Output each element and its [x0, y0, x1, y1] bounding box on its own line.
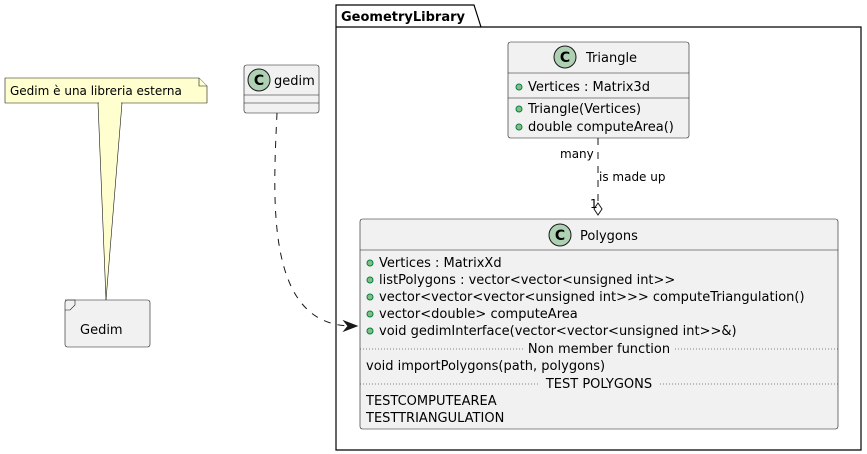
- relation-label: is made up: [599, 170, 665, 184]
- dependency-relation: [274, 112, 359, 333]
- arrowhead-icon: [342, 319, 359, 333]
- polygons-method: void gedimInterface(vector<vector<unsign…: [379, 324, 737, 339]
- aggregation-diamond-icon: [593, 202, 603, 216]
- geometry-library-package: GeometryLibrary: [335, 4, 862, 451]
- triangle-method: double computeArea(): [528, 120, 674, 135]
- class-c-glyph: C: [560, 50, 570, 66]
- triangle-method: Triangle(Vertices): [527, 102, 641, 117]
- polygons-method: vector<double> computeArea: [379, 307, 578, 322]
- section-title-non-member: Non member function: [528, 342, 670, 357]
- section-title-test-polygons: TEST POLYGONS: [545, 377, 652, 392]
- class-c-glyph: C: [555, 228, 565, 244]
- public-marker-icon: [515, 123, 523, 131]
- public-marker-icon: [366, 276, 374, 284]
- public-marker-icon: [366, 259, 374, 267]
- note: Gedim è una libreria esterna: [4, 77, 208, 301]
- gedim-frame-label: Gedim: [80, 323, 123, 338]
- target-multiplicity: 1: [590, 197, 598, 211]
- aggregation-relation: many is made up 1: [560, 138, 665, 216]
- source-multiplicity: many: [560, 147, 594, 161]
- polygons-field: Vertices : MatrixXd: [379, 256, 502, 271]
- test-item: TESTCOMPUTEAREA: [365, 394, 497, 409]
- public-marker-icon: [515, 83, 523, 91]
- public-marker-icon: [366, 310, 374, 318]
- polygons-class-name: Polygons: [580, 229, 638, 244]
- class-c-icon: [247, 68, 271, 92]
- triangle-class: C Triangle Vertices : Matrix3d Triangle(…: [507, 41, 690, 139]
- package-name: GeometryLibrary: [341, 10, 466, 25]
- public-marker-icon: [366, 293, 374, 301]
- class-c-icon: [553, 45, 577, 69]
- polygons-field: listPolygons : vector<vector<unsigned in…: [379, 273, 675, 288]
- gedim-class-name: gedim: [274, 74, 315, 89]
- triangle-class-name: Triangle: [585, 51, 637, 66]
- non-member-function: void importPolygons(path, polygons): [366, 359, 605, 374]
- class-c-glyph: C: [254, 73, 264, 89]
- polygons-method: vector<vector<vector<unsigned int>>> com…: [379, 290, 805, 305]
- note-text: Gedim è una libreria esterna: [10, 84, 182, 98]
- public-marker-icon: [515, 105, 523, 113]
- test-item: TESTTRIANGULATION: [365, 411, 504, 426]
- class-c-icon: [548, 223, 572, 247]
- public-marker-icon: [366, 327, 374, 335]
- gedim-frame: Gedim: [64, 299, 151, 348]
- triangle-field: Vertices : Matrix3d: [528, 80, 650, 95]
- polygons-class: C Polygons Vertices : MatrixXd listPolyg…: [359, 218, 839, 430]
- gedim-class: C gedim: [243, 64, 320, 114]
